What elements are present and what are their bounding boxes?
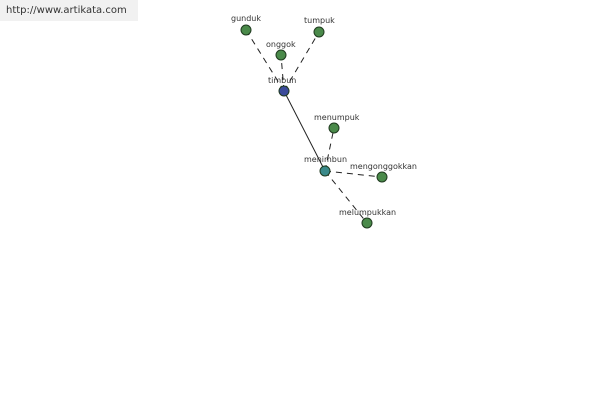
nodes-layer — [240, 24, 388, 229]
node-label-onggok: onggok — [266, 40, 296, 49]
edges-layer — [245, 29, 383, 224]
watermark-url: http://www.artikata.com — [0, 0, 138, 21]
node-label-tumpuk: tumpuk — [304, 16, 335, 25]
node-gunduk[interactable] — [240, 24, 252, 36]
node-timbun[interactable] — [278, 85, 290, 97]
node-menimbun[interactable] — [319, 165, 331, 177]
node-mengonggokkan[interactable] — [376, 171, 388, 183]
edge-timbun-gunduk — [245, 29, 285, 92]
node-label-timbun: timbun — [268, 76, 296, 85]
node-tumpuk[interactable] — [313, 26, 325, 38]
edge-menimbun-mengonggokkan — [324, 170, 383, 178]
edge-menimbun-melumpukkan — [324, 170, 368, 224]
labels-layer: gunduk tumpuk onggok timbun menumpuk menimbun… — [231, 14, 417, 217]
node-onggok[interactable] — [275, 49, 287, 61]
node-label-gunduk: gunduk — [231, 14, 261, 23]
node-melumpukkan[interactable] — [361, 217, 373, 229]
node-label-mengonggokkan: mengonggokkan — [350, 162, 417, 171]
node-label-menumpuk: menumpuk — [314, 113, 360, 122]
edge-menimbun-menumpuk — [324, 127, 335, 172]
node-label-melumpukkan: melumpukkan — [339, 208, 396, 217]
node-label-menimbun: menimbun — [304, 155, 347, 164]
edge-timbun-menimbun — [283, 90, 326, 172]
edge-timbun-tumpuk — [283, 31, 320, 92]
node-menumpuk[interactable] — [328, 122, 340, 134]
